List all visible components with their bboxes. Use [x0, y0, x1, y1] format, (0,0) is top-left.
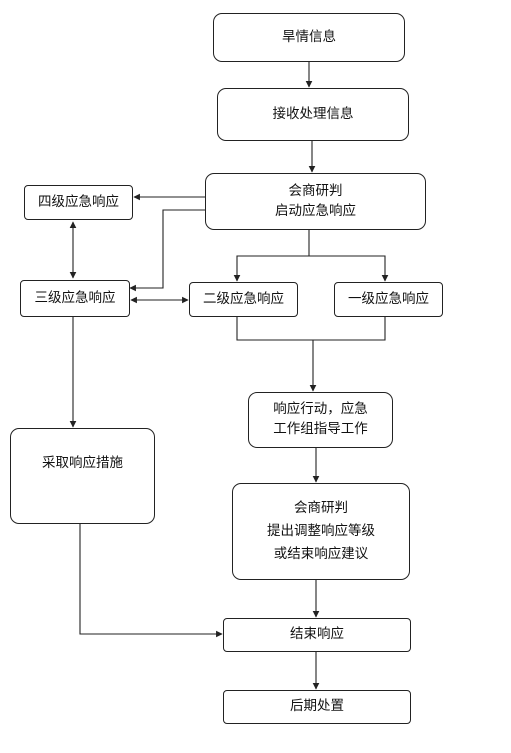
- node-aftermath: 后期处置: [223, 690, 411, 724]
- node-drought-info: 旱情信息: [213, 13, 405, 62]
- node-level4-response: 四级应急响应: [24, 185, 133, 220]
- node-level2-response: 二级应急响应: [189, 282, 298, 317]
- edge-measures-to-end: [79, 524, 223, 638]
- edge-consult-branch: [233, 230, 310, 282]
- node-consult-adjust: 会商研判 提出调整响应等级 或结束响应建议: [232, 483, 410, 580]
- node-level1-response: 一级应急响应: [334, 282, 443, 317]
- edge-level2-merge: [236, 317, 386, 341]
- node-level3-response: 三级应急响应: [20, 280, 130, 317]
- node-receive-process: 接收处理信息: [217, 88, 409, 141]
- node-end-response: 结束响应: [223, 618, 411, 652]
- edge-consult-to-level3: [129, 209, 205, 292]
- node-consult-start: 会商研判 启动应急响应: [205, 173, 426, 230]
- node-response-action: 响应行动，应急 工作组指导工作: [248, 392, 393, 448]
- node-take-measures: 采取响应措施: [10, 428, 155, 524]
- edge-consult-to-level1: [309, 255, 389, 282]
